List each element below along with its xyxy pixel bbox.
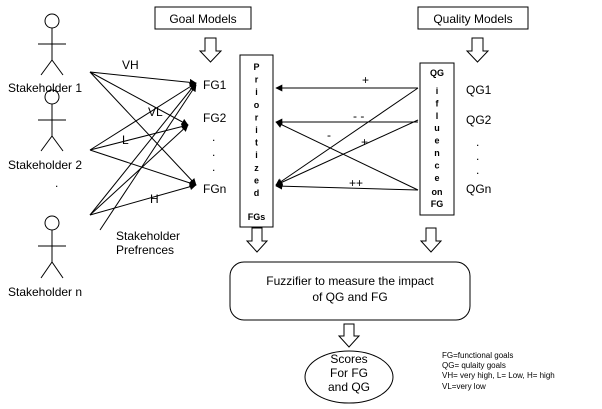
goal-models-box: Goal Models	[154, 6, 252, 30]
fg-label: FG1	[203, 78, 227, 92]
vertical-letter: f	[436, 98, 440, 108]
prioritized-footer: FGs	[248, 212, 266, 222]
vertical-letter: n	[434, 148, 440, 158]
fg-dots: .	[212, 145, 215, 159]
vertical-letter: z	[254, 163, 259, 173]
vertical-letter: l	[436, 111, 439, 121]
qg-label: QG2	[466, 113, 492, 127]
stakeholder-label: Stakeholder 1	[8, 81, 82, 95]
qg-influence-down-arrow-icon	[419, 227, 443, 253]
vertical-letter: e	[254, 175, 259, 185]
stakeholder-figure-icon	[38, 89, 66, 152]
preference-label-h: H	[150, 192, 159, 206]
vertical-letter: c	[434, 160, 439, 170]
fg-dots: .	[212, 160, 215, 174]
influence-sign: +	[362, 73, 369, 87]
vertical-letter: P	[253, 62, 259, 72]
quality-models-box: Quality Models	[417, 6, 529, 30]
vertical-letter: u	[434, 123, 440, 133]
vertical-letter: o	[254, 100, 260, 110]
stakeholder-preferences-label: Prefrences	[116, 243, 174, 257]
qg-dots: .	[476, 163, 479, 177]
qg-label: QG1	[466, 83, 492, 97]
preference-label-l: L	[122, 133, 129, 147]
fuzzifier-text: of QG and FG	[312, 290, 387, 304]
influence-sign: -	[327, 128, 331, 142]
prioritized-fgs-down-arrow-icon	[245, 227, 269, 253]
qg-dots: .	[476, 135, 479, 149]
vertical-letter: i	[436, 86, 439, 96]
qg-influence-footer: FG	[431, 199, 444, 209]
legend-line: QG= qulaity goals	[442, 361, 506, 370]
fuzzifier-box: Fuzzifier to measure the impact of QG an…	[229, 261, 471, 321]
goal-models-down-arrow-icon	[198, 37, 223, 63]
fg-label: FGn	[203, 182, 226, 196]
quality-models-label: Quality Models	[433, 12, 512, 26]
qg-influence-header: QG	[430, 68, 444, 78]
fg-dots: .	[212, 130, 215, 144]
influence-sign: +	[361, 135, 368, 149]
legend: FG=functional goals QG= qulaity goals VH…	[442, 351, 555, 391]
vertical-letter: r	[255, 75, 259, 85]
legend-line: FG=functional goals	[442, 351, 513, 360]
stakeholder-ellipsis: .	[55, 176, 58, 190]
preference-label-vl: VL	[148, 105, 163, 119]
stakeholder-figure-icon	[38, 13, 66, 76]
stakeholder-figure-icon	[38, 215, 66, 279]
influence-sign: - -	[353, 109, 364, 123]
scores-text: Scores	[330, 352, 367, 366]
influence-arrows	[275, 84, 419, 191]
vertical-letter: e	[434, 173, 439, 183]
vertical-letter: i	[255, 150, 258, 160]
qg-influence-footer: on	[432, 187, 443, 197]
vertical-letter: d	[254, 188, 260, 198]
qg-label: QGn	[466, 182, 491, 196]
stakeholder-label: Stakeholder 2	[8, 158, 82, 172]
vertical-letter: i	[255, 87, 258, 97]
legend-line: VL=very low	[442, 382, 486, 391]
preference-label-vh: VH	[122, 58, 139, 72]
vertical-letter: t	[255, 138, 258, 148]
vertical-letter: r	[255, 112, 259, 122]
stakeholder-label: Stakeholder n	[8, 285, 82, 299]
quality-models-down-arrow-icon	[465, 37, 490, 63]
scores-text: For FG	[330, 366, 368, 380]
fg-label: FG2	[203, 111, 227, 125]
qg-dots: .	[476, 149, 479, 163]
fuzzifier-down-arrow-icon	[337, 323, 361, 348]
scores-ellipse: Scores For FG and QG	[304, 350, 394, 404]
scores-text: and QG	[328, 380, 370, 394]
influence-sign: ++	[349, 176, 363, 190]
legend-line: VH= very high, L= Low, H= high	[442, 371, 555, 380]
vertical-letter: e	[434, 136, 439, 146]
fuzzifier-text: Fuzzifier to measure the impact	[266, 274, 434, 288]
stakeholder-preferences-label: Stakeholder	[116, 229, 180, 243]
vertical-letter: i	[255, 125, 258, 135]
goal-models-label: Goal Models	[169, 12, 236, 26]
stakeholder-preference-arrows	[89, 71, 197, 231]
